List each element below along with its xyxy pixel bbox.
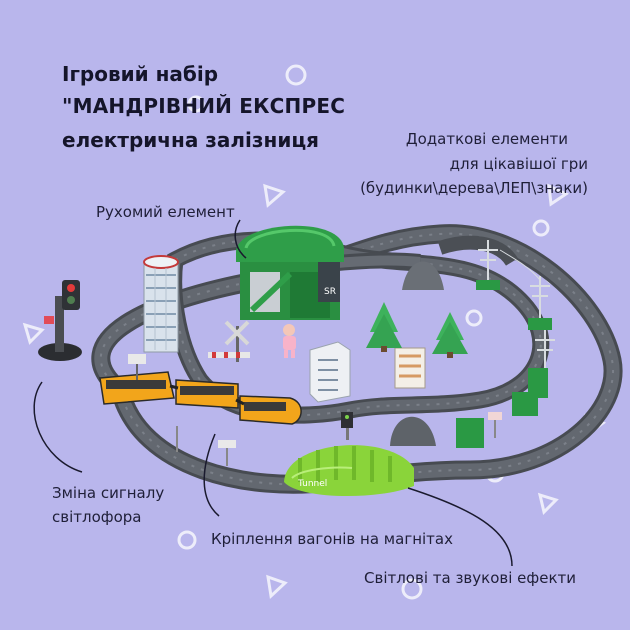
traffic-light [38,280,82,361]
caption-extra-line-1: Додаткові елементи [405,130,568,148]
deco-circle [532,219,550,237]
caption-signal-line-1: Зміна сигналу [52,484,165,502]
power-line-towers [478,240,555,372]
pointer-magnets [203,433,220,517]
railway-crossing [208,320,250,362]
caption-signal-line-2: світлофора [52,508,142,526]
yellow-train [99,371,302,425]
green-bases [456,280,552,448]
deco-circle [187,95,205,113]
white-building [309,341,351,403]
pointer-moving-element [234,219,247,259]
deco-circle [401,578,423,600]
title-line-3: електрична залізниця [62,128,320,152]
caption-moving-element: Рухомий елемент [96,203,235,221]
green-tunnel: Tunnel [284,445,414,497]
apartment-building [394,347,426,389]
caption-extra-line-3: (будинки\дерева\ЛЕП\знаки) [360,179,588,197]
deco-circle [285,64,307,86]
caption-extra-line-2: для цікавішої гри [449,155,588,173]
title-line-2: "МАНДРІВНИЙ ЕКСПРЕС [62,94,346,118]
tunnel-label: Tunnel [297,479,327,489]
deco-triangle [22,322,45,345]
green-station: SR [236,225,344,320]
deco-triangle [266,574,288,600]
toy-figure [283,324,296,358]
svg-text:SR: SR [324,287,336,297]
title-line-1: Ігровий набір [62,62,219,86]
rock-hills [390,261,444,446]
pointer-effects [407,487,513,567]
pointer-signal-change [33,381,83,473]
pine-trees [366,302,468,358]
caption-effects: Світлові та звукові ефекти [364,569,576,587]
caption-magnets: Кріплення вагонів на магнітах [211,530,453,548]
deco-circle [465,309,483,327]
deco-circle [177,530,197,550]
skyscraper-building [143,255,179,353]
road-signs [128,354,502,466]
annotation-pointers [33,219,513,567]
deco-triangle [547,183,570,207]
deco-triangle [263,183,286,208]
deco-triangle [537,492,559,515]
